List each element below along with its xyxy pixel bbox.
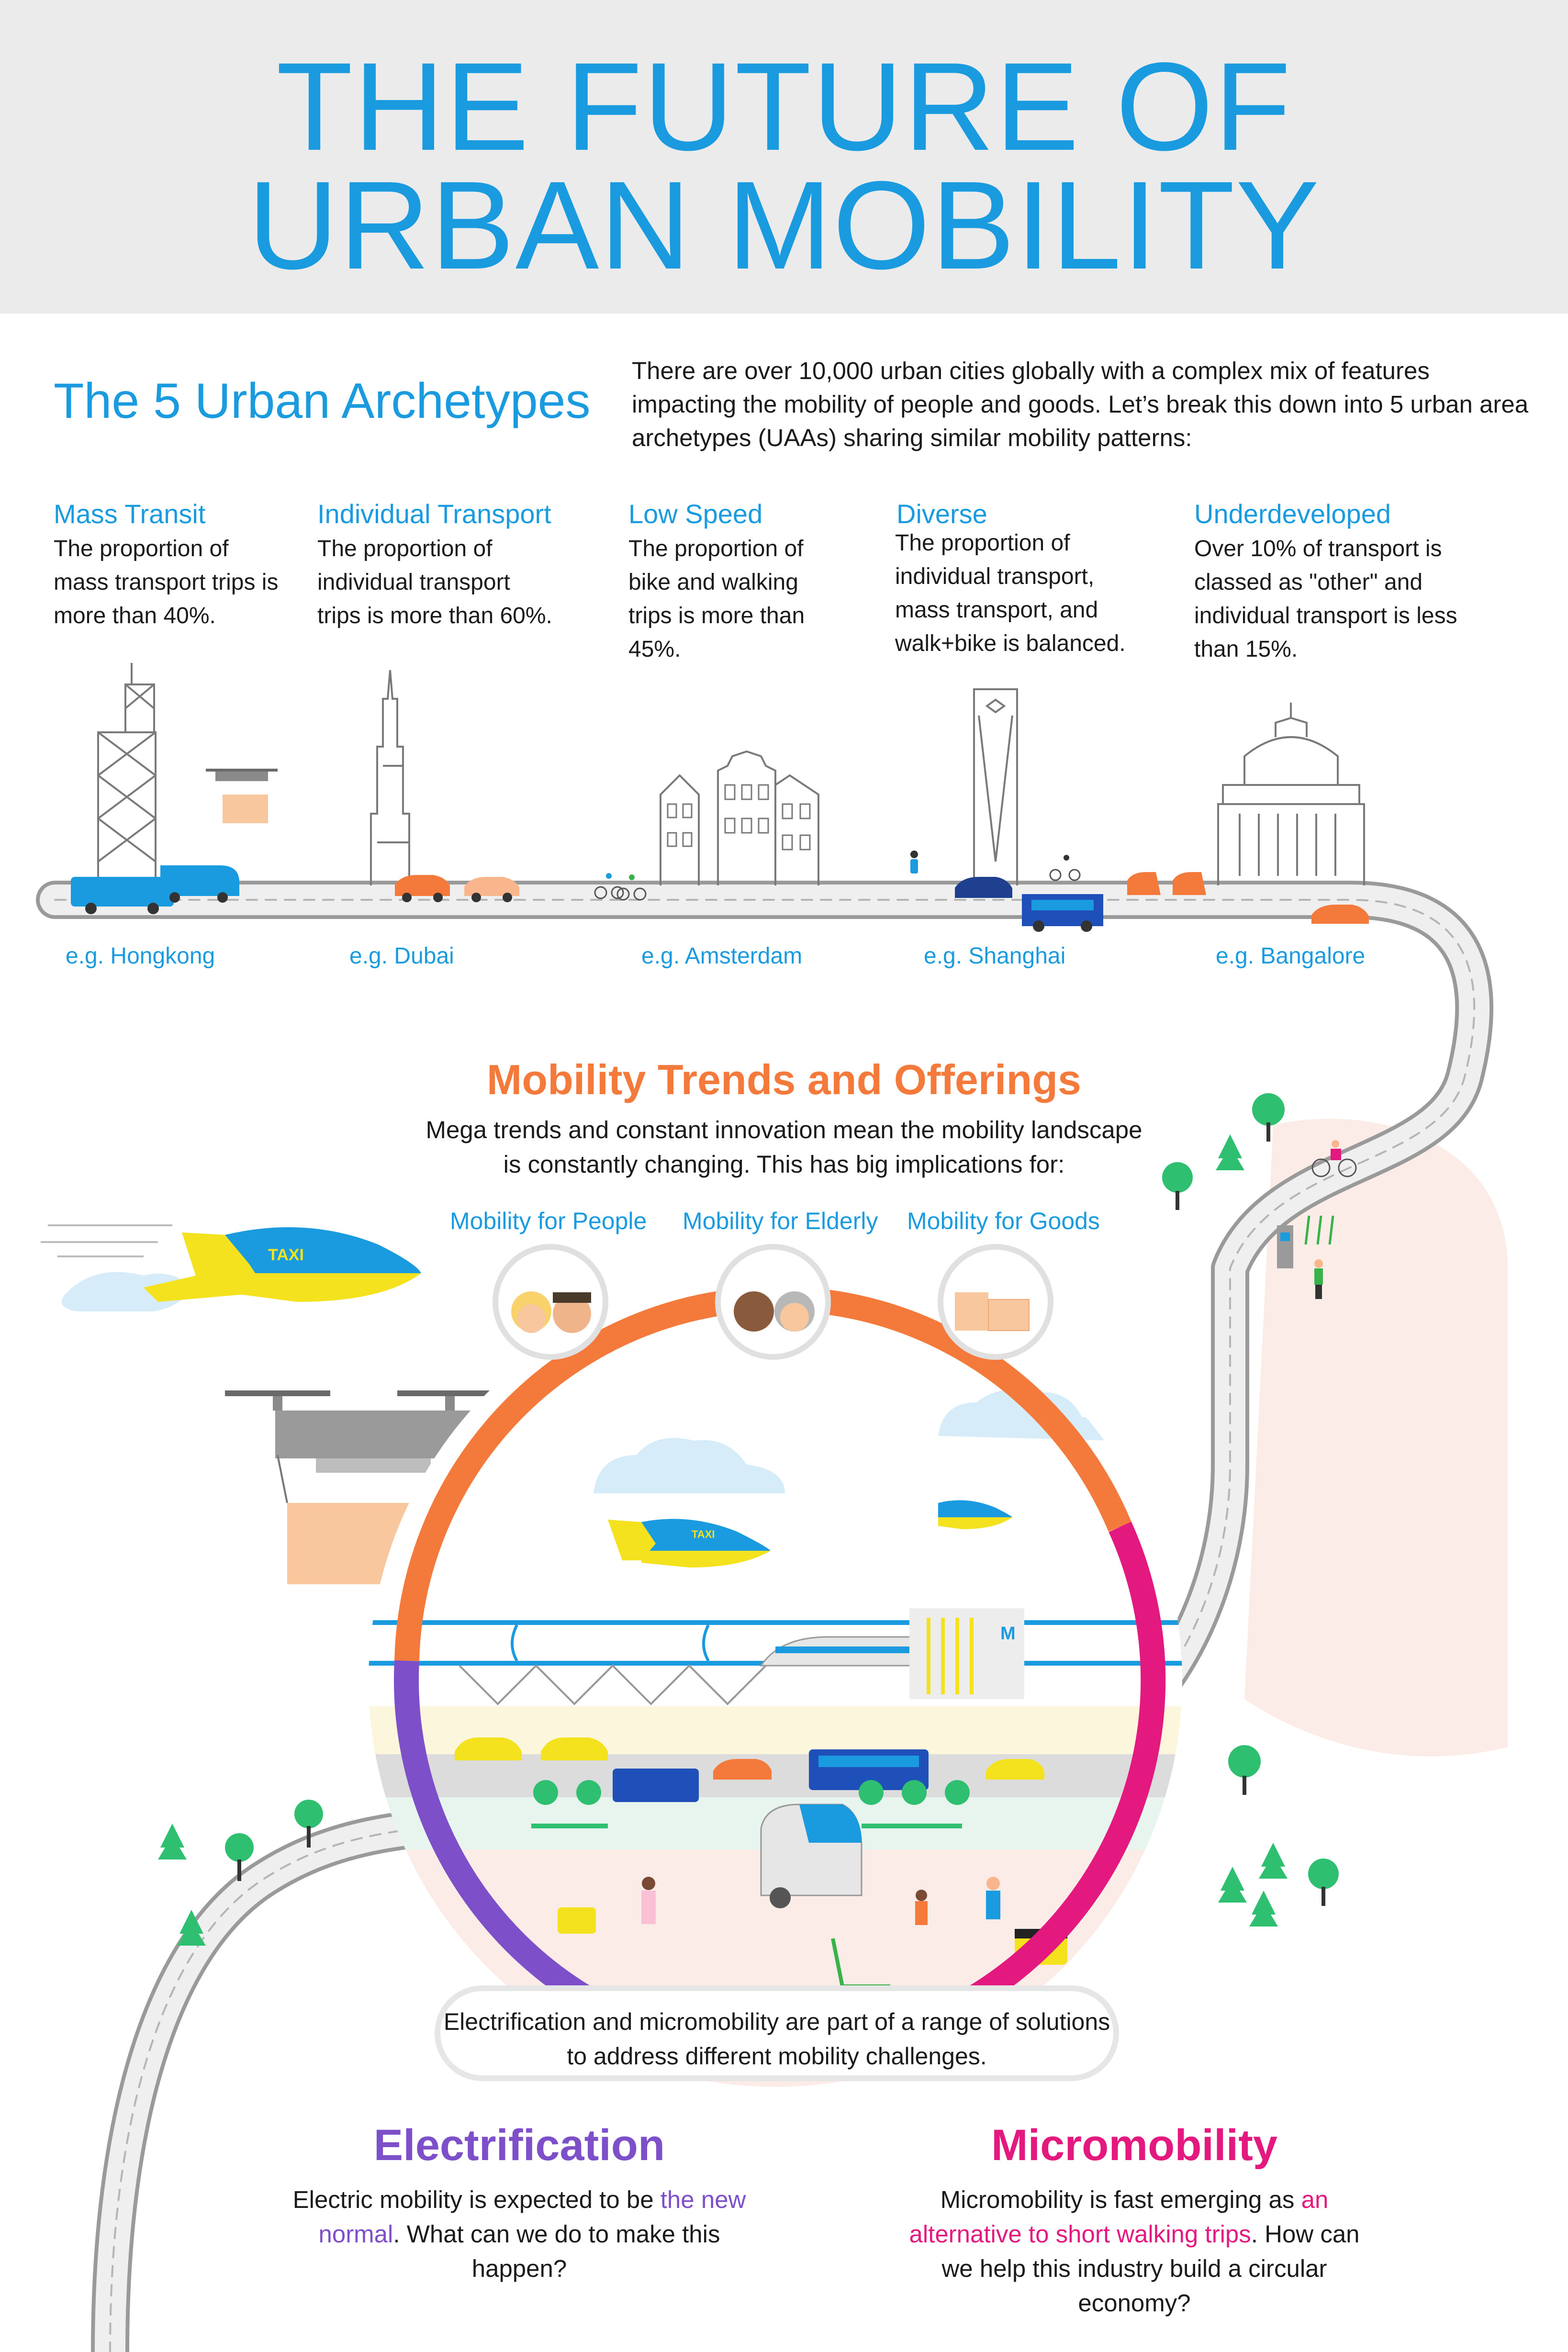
air-taxi-large-label: TAXI xyxy=(268,1246,304,1264)
scooters-parked-icon xyxy=(1304,1215,1334,1245)
trends-intro: Mega trends and constant innovation mean… xyxy=(426,1116,1142,1178)
car-orange-icon xyxy=(395,875,450,902)
avatar-elderly xyxy=(715,1244,831,1360)
car-navy-icon xyxy=(955,877,1012,898)
archetype-desc-mass-transit: The proportion of mass transport trips i… xyxy=(54,536,279,628)
hongkong-skyline xyxy=(97,663,157,886)
avatar-goods xyxy=(938,1244,1053,1360)
cyclists-icon xyxy=(594,873,647,901)
archetype-name-mass-transit: Mass Transit xyxy=(54,499,206,529)
category-goods: Mobility for Goods xyxy=(907,1208,1100,1234)
auto-rickshaw-icons xyxy=(1127,872,1206,895)
bangalore-skyline xyxy=(1217,703,1365,885)
cyclist-shanghai-icon xyxy=(1049,855,1081,881)
city-scene xyxy=(369,1273,1182,2087)
electrification-body: Electric mobility is expected to be the … xyxy=(268,2183,771,2286)
archetypes-heading: The 5 Urban Archetypes xyxy=(54,373,591,429)
archetypes-intro: There are over 10,000 urban cities globa… xyxy=(632,357,1529,451)
example-amsterdam: e.g. Amsterdam xyxy=(641,943,803,969)
archetype-name-individual-transport: Individual Transport xyxy=(317,499,551,529)
example-shanghai: e.g. Shanghai xyxy=(924,943,1066,969)
electric-bus-icon xyxy=(1022,894,1103,932)
electrification-text-2: . What can we do to make this happen? xyxy=(393,2220,720,2282)
car-bangalore-icon xyxy=(1311,905,1369,924)
electrification-heading: Electrification xyxy=(373,2121,665,2170)
category-people: Mobility for People xyxy=(450,1208,647,1234)
charging-station-icon xyxy=(1277,1225,1293,1268)
title-line-1: THE FUTURE OF xyxy=(276,36,1292,177)
micromobility-body: Micromobility is fast emerging as an alt… xyxy=(890,2183,1378,2320)
title-line-2: URBAN MOBILITY xyxy=(247,155,1321,295)
category-elderly: Mobility for Elderly xyxy=(683,1208,878,1234)
metro-label: M xyxy=(1000,1624,1016,1644)
pedestrian-icon xyxy=(910,851,918,874)
archetype-desc-low-speed: The proportion of bike and walking trips… xyxy=(628,536,805,662)
delivery-drone-small xyxy=(206,769,278,823)
bus-icon xyxy=(71,877,174,914)
micromobility-heading: Micromobility xyxy=(991,2121,1278,2170)
background-glow xyxy=(1244,1119,1508,1757)
electrification-highlight: the new normal xyxy=(318,2186,746,2248)
archetype-desc-individual-transport: The proportion of individual transport t… xyxy=(317,536,552,628)
micromobility-highlight: an alternative to short walking trips xyxy=(909,2186,1329,2248)
car-peach-icon xyxy=(464,877,519,902)
walker-icon xyxy=(1314,1259,1323,1299)
air-taxi-small-label: TAXI xyxy=(692,1528,715,1540)
trees-right-lower xyxy=(1218,1745,1339,1926)
dubai-skyline xyxy=(370,670,410,885)
amsterdam-skyline xyxy=(660,750,819,885)
example-dubai: e.g. Dubai xyxy=(349,943,454,969)
micromobility-text-2: . How can we help this industry build a … xyxy=(941,2220,1360,2317)
title-banner: THE FUTURE OF URBAN MOBILITY xyxy=(0,0,1568,314)
archetype-desc-underdeveloped: Over 10% of transport is classed as "oth… xyxy=(1194,536,1457,662)
electrification-text-1: Electric mobility is expected to be xyxy=(292,2186,661,2213)
cyclist-road-icon xyxy=(1311,1140,1357,1177)
archetype-desc-diverse: The proportion of individual transport, … xyxy=(895,530,1126,656)
air-taxi-large xyxy=(41,1224,421,1311)
archetype-name-underdeveloped: Underdeveloped xyxy=(1194,499,1391,529)
archetype-name-diverse: Diverse xyxy=(896,499,987,529)
example-bangalore: e.g. Bangalore xyxy=(1216,943,1366,969)
trends-heading: Mobility Trends and Offerings xyxy=(487,1056,1081,1103)
trees-right-upper xyxy=(1162,1093,1285,1210)
shanghai-skyline xyxy=(973,688,1018,885)
callout-text: Electrification and micromobility are pa… xyxy=(443,2008,1110,2070)
micromobility-text-1: Micromobility is fast emerging as xyxy=(940,2186,1301,2213)
trees-left xyxy=(158,1800,323,1946)
avatar-people xyxy=(493,1244,608,1360)
callout-box: Electrification and micromobility are pa… xyxy=(435,1985,1119,2081)
van-icon xyxy=(160,865,239,903)
example-hongkong: e.g. Hongkong xyxy=(66,943,215,969)
archetype-name-low-speed: Low Speed xyxy=(628,499,763,529)
